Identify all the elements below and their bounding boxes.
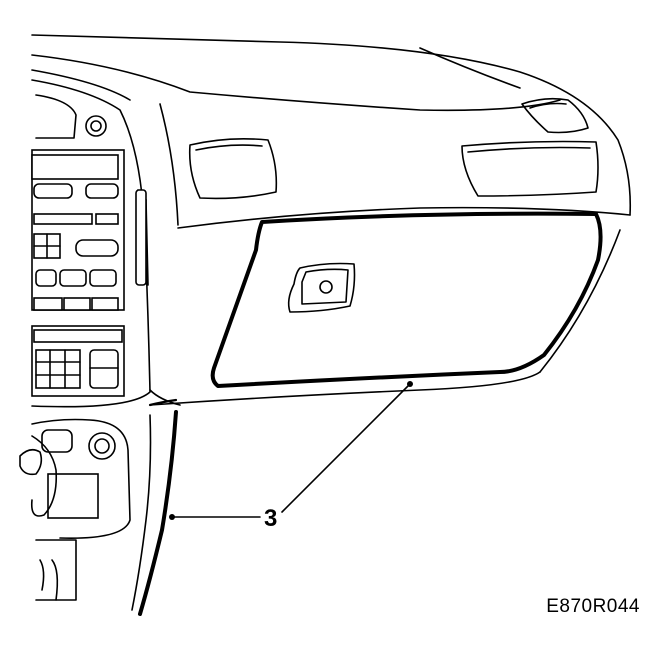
figure-reference-code: E870R044: [546, 596, 640, 617]
climate-unit: [31, 325, 125, 397]
dashboard-top-outline: [31, 34, 632, 226]
callout-3-leader: 3: [169, 381, 413, 532]
left-center-vent: [188, 137, 278, 200]
glove-box-latch: [287, 262, 356, 313]
console-knob: [85, 115, 107, 137]
callout-3-label: 3: [264, 505, 277, 532]
panel-lower-edge: [149, 206, 631, 406]
glove-box-door: [210, 211, 603, 388]
right-side-vent: [521, 97, 589, 134]
lower-console: [19, 418, 131, 601]
right-panel-vent: [461, 140, 599, 197]
side-trim-panel: [131, 398, 178, 616]
center-console-frame: [31, 69, 151, 408]
radio-unit: [31, 149, 125, 311]
